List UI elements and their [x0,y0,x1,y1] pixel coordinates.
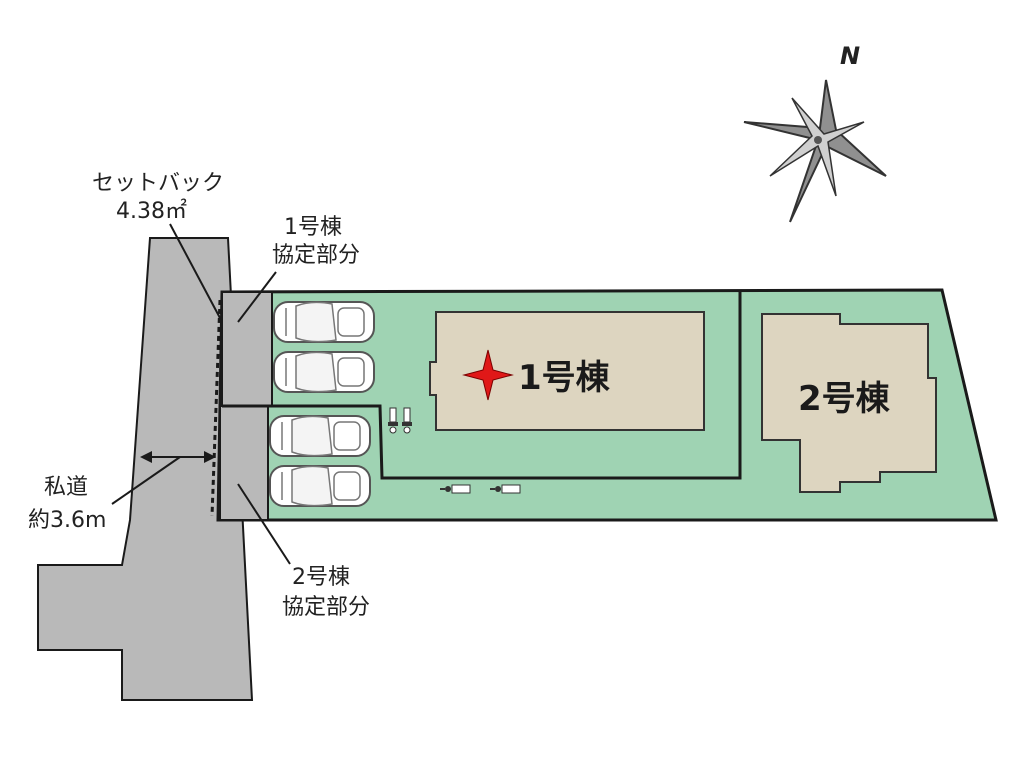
north-label: N [840,42,860,70]
zone-1-subtitle: 協定部分 [272,243,360,268]
agreement-zone-2 [219,405,269,521]
building-2-footprint [761,313,937,493]
parking-car-2 [273,351,375,393]
road-width: 約3.6m [28,508,106,533]
building-2-label: 2号棟 [798,379,891,419]
building-1-footprint [429,311,705,431]
parking-car-3 [269,415,371,457]
road-title: 私道 [44,475,88,500]
setback-line [210,299,222,517]
parking-car-4 [269,465,371,507]
lot1-boundary [222,292,742,480]
setback-title: セットバック [92,171,224,196]
parking-car-1 [273,301,375,343]
compass-rose-icon [743,79,887,223]
location-marker-icon [462,349,514,401]
road-leader [111,456,181,505]
road-width-arrow [140,451,216,463]
building-1-label: 1号棟 [518,358,611,398]
zone-2-title: 2号棟 [292,565,350,590]
zone-1-leader [237,271,277,323]
setback-leader [169,223,221,319]
zone-1-title: 1号棟 [284,215,342,240]
zone-2-leader [237,483,291,565]
zone-2-subtitle: 協定部分 [282,595,370,620]
setback-area: 4.38㎡ [116,198,187,224]
